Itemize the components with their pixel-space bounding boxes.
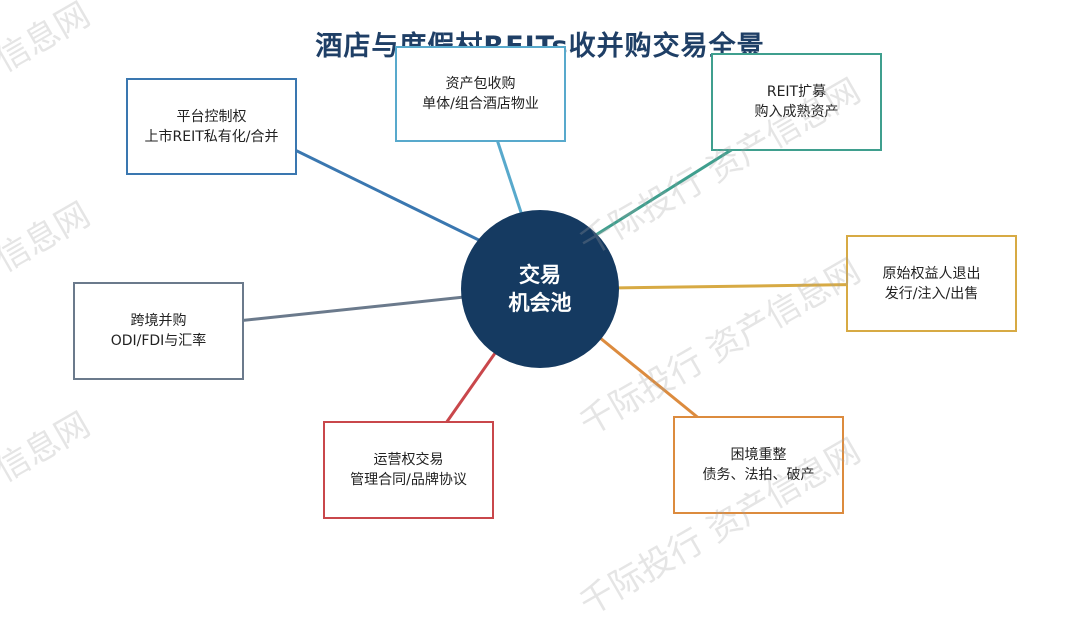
node-distress-line2: 债务、法拍、破产: [702, 467, 815, 483]
node-operating-rights: 运营权交易 管理合同/品牌协议: [323, 421, 494, 519]
node-origin-line2: 发行/注入/出售: [884, 285, 979, 302]
node-platform-line1: 平台控制权: [176, 108, 247, 125]
node-platform-line2: 上市REIT私有化/合并: [144, 128, 279, 145]
node-platform-control: 平台控制权 上市REIT私有化/合并: [126, 78, 297, 175]
node-reit-line1: REIT扩募: [766, 84, 827, 100]
hub-line2: 机会池: [508, 291, 572, 315]
node-crossborder-line1: 跨境并购: [130, 313, 187, 329]
node-asset-acquisition: 资产包收购 单体/组合酒店物业: [395, 46, 566, 142]
node-distress-line1: 困境重整: [730, 447, 787, 463]
node-reit-line2: 购入成熟资产: [754, 104, 839, 120]
node-cross-border: 跨境并购 ODI/FDI与汇率: [73, 282, 244, 380]
hub-line1: 交易: [519, 263, 561, 287]
node-crossborder-line2: ODI/FDI与汇率: [110, 333, 207, 349]
node-origin-line1: 原始权益人退出: [882, 265, 981, 282]
node-operating-line1: 运营权交易: [373, 452, 444, 468]
node-distress-restructuring: 困境重整 债务、法拍、破产: [673, 416, 844, 514]
node-asset-line2: 单体/组合酒店物业: [422, 96, 539, 112]
node-reit-expansion: REIT扩募 购入成熟资产: [711, 53, 882, 151]
node-originator-exit: 原始权益人退出 发行/注入/出售: [846, 235, 1017, 332]
node-operating-line2: 管理合同/品牌协议: [350, 472, 467, 488]
hub-opportunity-pool: 交易 机会池: [461, 210, 619, 368]
node-asset-line1: 资产包收购: [445, 76, 516, 92]
